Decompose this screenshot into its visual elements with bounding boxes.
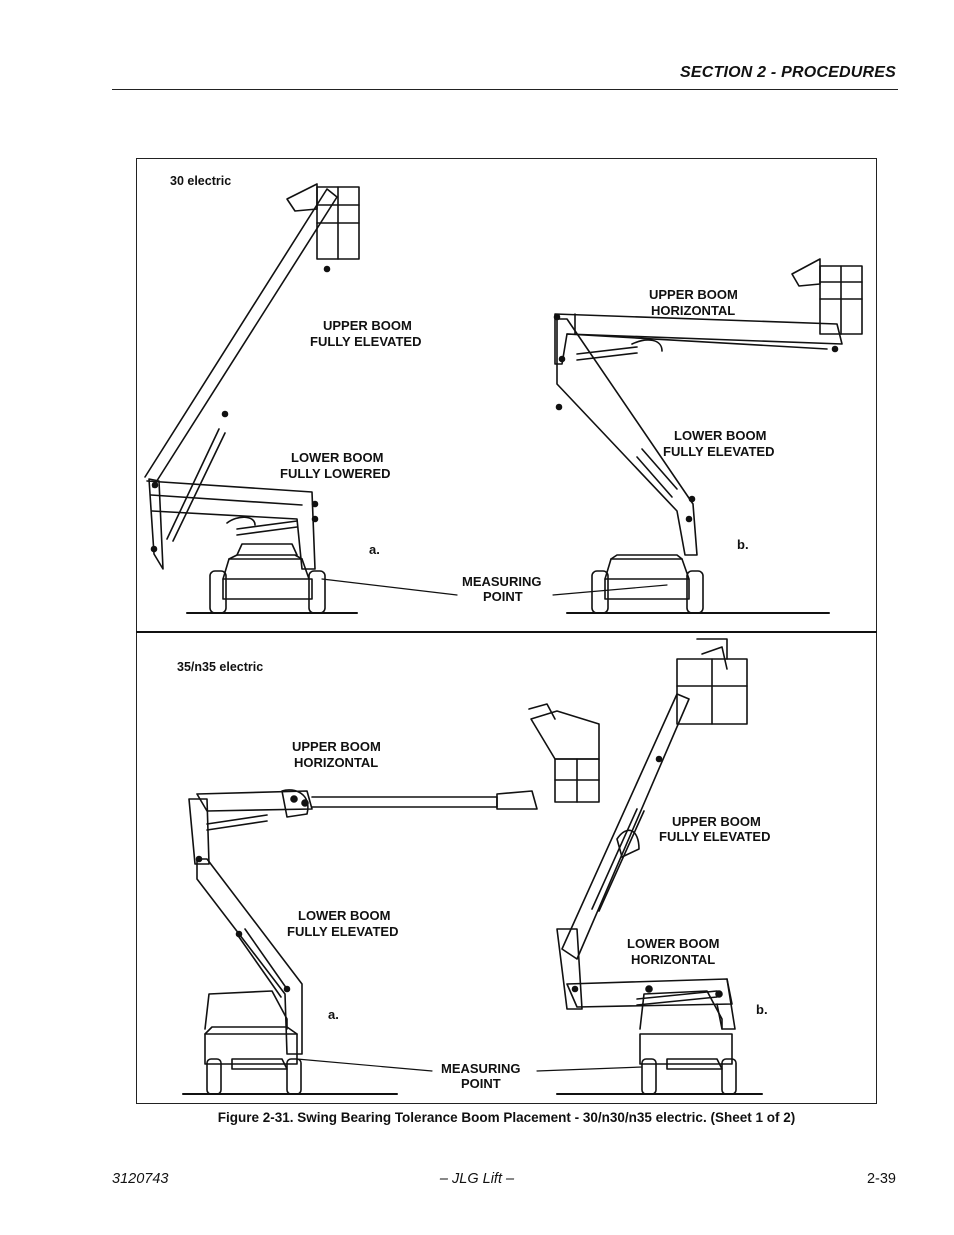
bottom-b-upper-label-2: FULLY ELEVATED: [659, 829, 770, 844]
bottom-a-upper-label-2: HORIZONTAL: [294, 755, 378, 770]
company-name: – JLG Lift –: [439, 1171, 515, 1187]
top-b-lower-label-2: FULLY ELEVATED: [663, 444, 774, 459]
lift-diagram-bottom-b: [556, 638, 763, 1095]
lift-diagram-top-a: [144, 183, 360, 614]
bottom-b-letter: b.: [756, 1002, 768, 1017]
doc-number: 3120743: [112, 1171, 169, 1187]
top-measuring-point-label-1: MEASURING: [462, 574, 541, 589]
top-b-upper-label-2: HORIZONTAL: [651, 303, 735, 318]
section-title: SECTION 2 - PROCEDURES: [680, 64, 896, 81]
bottom-b-lower-label-2: HORIZONTAL: [631, 952, 715, 967]
bottom-measuring-point-label-2: POINT: [461, 1076, 501, 1091]
lift-diagram-top-b: [553, 258, 863, 614]
top-a-letter: a.: [369, 542, 380, 557]
bottom-panel-title: 35/n35 electric: [177, 660, 263, 674]
top-b-upper-label-1: UPPER BOOM: [649, 287, 738, 302]
panel-divider: [136, 631, 877, 633]
bottom-a-letter: a.: [328, 1007, 339, 1022]
figure-frame: 30 electric UPPER BOOM FULLY ELEVATED LO…: [136, 158, 877, 1104]
bottom-b-upper-label-1: UPPER BOOM: [672, 814, 761, 829]
top-measuring-point-label-2: POINT: [483, 589, 523, 604]
bottom-a-lower-label-1: LOWER BOOM: [298, 908, 390, 923]
top-a-lower-label-2: FULLY LOWERED: [280, 466, 391, 481]
bottom-a-lower-label-2: FULLY ELEVATED: [287, 924, 398, 939]
measuring-point-leaders-bottom: [296, 1058, 643, 1072]
bottom-measuring-point-label-1: MEASURING: [441, 1061, 520, 1076]
top-a-lower-label-1: LOWER BOOM: [291, 450, 383, 465]
measuring-point-leaders-top: [321, 578, 668, 596]
top-a-upper-label-2: FULLY ELEVATED: [310, 334, 421, 349]
page-number: 2-39: [866, 1171, 896, 1187]
header-rule: [112, 89, 898, 90]
bottom-a-upper-label-1: UPPER BOOM: [292, 739, 381, 754]
top-panel-title: 30 electric: [170, 174, 231, 188]
figure-caption: Figure 2-31. Swing Bearing Tolerance Boo…: [217, 1110, 796, 1125]
boom-placement-illustration: 30 electric UPPER BOOM FULLY ELEVATED LO…: [144, 174, 863, 1095]
top-b-letter: b.: [737, 537, 749, 552]
top-a-upper-label-1: UPPER BOOM: [323, 318, 412, 333]
lift-diagram-bottom-a: [182, 703, 600, 1095]
bottom-b-lower-label-1: LOWER BOOM: [627, 936, 719, 951]
top-b-lower-label-1: LOWER BOOM: [674, 428, 766, 443]
